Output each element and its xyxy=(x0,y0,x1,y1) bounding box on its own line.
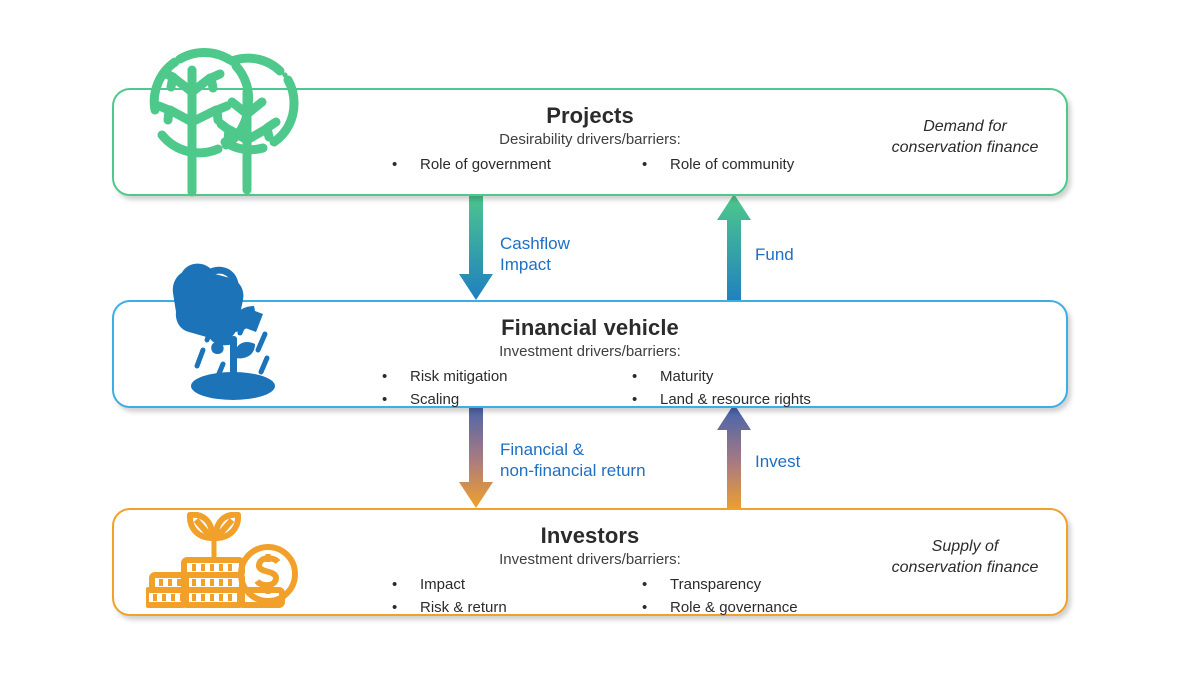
arrow-label-fund: Fund xyxy=(755,245,794,264)
two-trees-icon xyxy=(149,47,299,197)
arrow-label-financial-return: Financial & non-financial return xyxy=(500,440,646,480)
investors-box[interactable]: Investors Investment drivers/barriers: •… xyxy=(112,508,1068,616)
bullet-glyph: • xyxy=(382,368,388,385)
list-item-label: Role of community xyxy=(670,156,795,173)
list-item: • Transparency xyxy=(642,576,902,594)
investors-bullets: • Impact • Risk & return • Transparency … xyxy=(392,576,902,617)
projects-bullets-right: • Role of community xyxy=(642,156,902,174)
list-item: • Land & resource rights xyxy=(632,391,892,409)
list-item: • Role of community xyxy=(642,156,902,174)
projects-title: Projects xyxy=(546,103,634,128)
list-item: • Maturity xyxy=(632,368,892,386)
bullet-glyph: • xyxy=(392,156,398,173)
arrow-label-cashflow-impact: Cashflow Impact xyxy=(500,234,570,274)
list-item: • Role & governance xyxy=(642,599,902,617)
arrow-financial-return xyxy=(459,400,493,508)
investors-subtitle: Investment drivers/barriers: xyxy=(499,551,681,568)
bullet-glyph: • xyxy=(392,576,398,593)
financial-vehicle-title: Financial vehicle xyxy=(501,315,679,340)
list-item: • Scaling xyxy=(382,391,632,409)
investors-bullets-right: • Transparency • Role & governance xyxy=(642,576,902,617)
list-item: • Risk & return xyxy=(392,599,642,617)
financial-vehicle-bullets-left: • Risk mitigation • Scaling xyxy=(382,368,632,409)
list-item: • Role of government xyxy=(392,156,642,174)
list-item: • Risk mitigation xyxy=(382,368,632,386)
arrow-fund xyxy=(717,194,751,304)
list-item-label: Risk & return xyxy=(420,599,507,616)
list-item-label: Role & governance xyxy=(670,599,798,616)
list-item-label: Land & resource rights xyxy=(660,391,811,408)
investors-side-note: Supply of conservation finance xyxy=(891,538,1039,576)
projects-subtitle: Desirability drivers/barriers: xyxy=(499,131,681,148)
investors-title: Investors xyxy=(540,523,640,548)
list-item: • Impact xyxy=(392,576,642,594)
bullet-glyph: • xyxy=(642,599,648,616)
list-item-label: Risk mitigation xyxy=(410,368,508,385)
list-item-label: Maturity xyxy=(660,368,714,385)
bullet-glyph: • xyxy=(392,599,398,616)
list-item-label: Role of government xyxy=(420,156,551,173)
bullet-glyph: • xyxy=(632,391,638,408)
coins-plant-dollar-icon xyxy=(146,512,298,608)
arrow-label-invest: Invest xyxy=(755,452,801,471)
bullet-glyph: • xyxy=(632,368,638,385)
bullet-glyph: • xyxy=(642,156,648,173)
financial-vehicle-bullets-right: • Maturity • Land & resource rights xyxy=(632,368,892,409)
projects-bullets-left: • Role of government xyxy=(392,156,642,174)
projects-bullets: • Role of government • Role of community xyxy=(392,156,902,174)
investors-bullets-left: • Impact • Risk & return xyxy=(392,576,642,617)
list-item-label: Scaling xyxy=(410,391,460,408)
list-item-label: Impact xyxy=(420,576,466,593)
list-item-label: Transparency xyxy=(670,576,762,593)
arrow-cashflow-impact xyxy=(459,190,493,300)
watering-can-plant-icon xyxy=(172,263,275,400)
bullet-glyph: • xyxy=(382,391,388,408)
bullet-glyph: • xyxy=(642,576,648,593)
financial-vehicle-bullets: • Risk mitigation • Scaling • Maturity •… xyxy=(382,368,892,409)
arrow-invest xyxy=(717,404,751,512)
financial-vehicle-subtitle: Investment drivers/barriers: xyxy=(499,343,681,360)
projects-side-note: Demand for conservation finance xyxy=(891,118,1039,156)
financial-vehicle-box[interactable]: Financial vehicle Investment drivers/bar… xyxy=(112,300,1068,408)
